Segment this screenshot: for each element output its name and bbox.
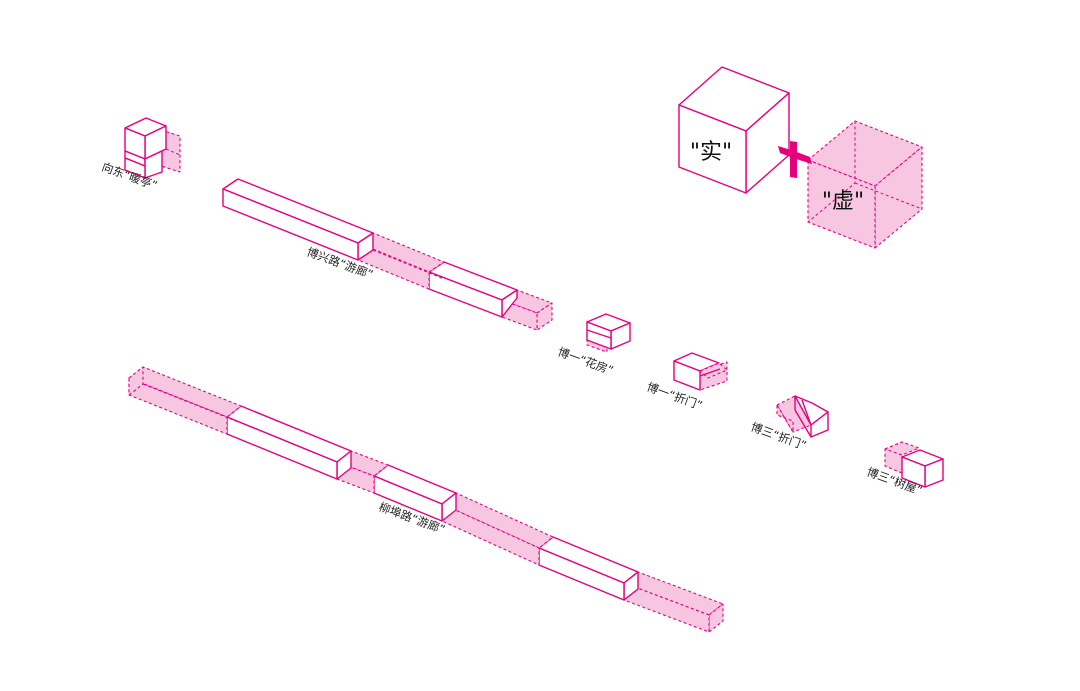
liudaolu-corridor-model [128, 366, 724, 633]
xiangdong-pavilion-model [124, 117, 181, 179]
bosan-tree-house-model [884, 441, 944, 488]
legend-void-cube: "虚" [807, 120, 923, 249]
legend-solid-cube: "实" [678, 66, 790, 194]
boxing-corridor-model [222, 178, 553, 331]
boyi-flower-house-model [586, 313, 631, 353]
boer-folding-door-model [673, 352, 728, 391]
legend-void-label: "虚" [822, 189, 864, 214]
bosan-folding-door-model [776, 395, 829, 438]
legend-solid-label: "实" [690, 140, 732, 165]
legend-plus-sign [778, 141, 812, 178]
